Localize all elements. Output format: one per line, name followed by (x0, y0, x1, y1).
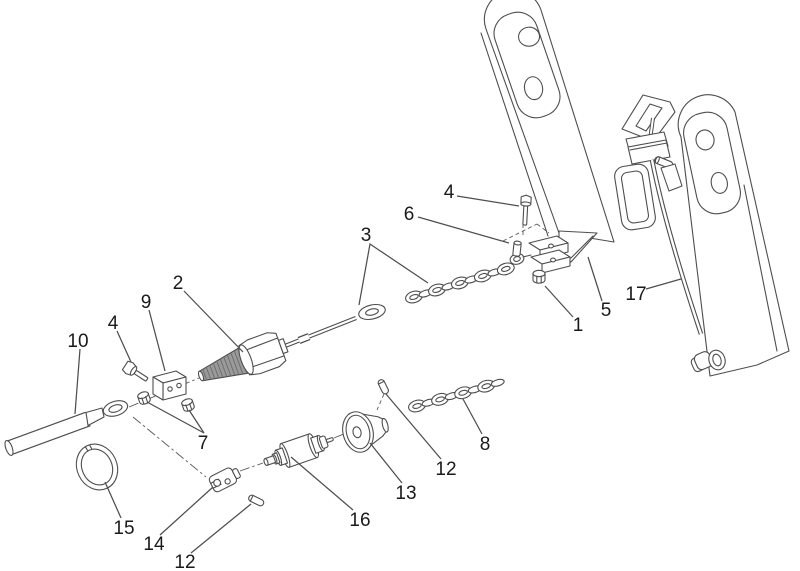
callout-12-left: 12 (174, 552, 195, 571)
part-5-clamp-bracket (509, 230, 598, 274)
callout-2: 2 (173, 273, 184, 294)
part-9-cable-clamp (152, 370, 187, 401)
chain-3 (403, 260, 517, 306)
callout-5: 5 (601, 300, 612, 321)
callout-15: 15 (113, 518, 134, 539)
part-13-knob (342, 411, 389, 453)
callout-9: 9 (141, 292, 152, 313)
leader-lines (74, 195, 682, 554)
nut-7-a (137, 391, 151, 405)
callout-6: 6 (404, 204, 415, 225)
callout-16: 16 (349, 510, 370, 531)
callout-13: 13 (395, 483, 416, 504)
callout-4-top: 4 (444, 182, 455, 203)
part-15-ring (75, 443, 119, 491)
pin-12-left (248, 494, 265, 507)
latch-hook-bottom (690, 351, 713, 373)
part-14-clevis (208, 467, 241, 493)
chain-link-17 (708, 349, 726, 371)
bolt-4-top (520, 194, 532, 226)
rod-with-loop (284, 303, 386, 349)
pin-12-middle (377, 379, 389, 395)
callout-3: 3 (361, 225, 372, 246)
callout-12-mid: 12 (435, 459, 456, 480)
nut-7-b (181, 398, 195, 412)
bolt-4-left (121, 360, 149, 382)
part-16-coupler (263, 433, 334, 468)
callout-4-left: 4 (108, 313, 119, 334)
callout-17: 17 (625, 284, 646, 305)
callout-labels: 1 2 3 4 4 5 6 7 8 9 10 12 12 13 14 15 16… (67, 182, 646, 571)
callout-7: 7 (198, 433, 209, 454)
callout-8: 8 (480, 434, 491, 455)
callout-10: 10 (67, 331, 88, 352)
nut-1 (532, 269, 546, 284)
callout-1: 1 (573, 315, 584, 336)
pin-6 (512, 240, 522, 257)
part-2-cable-boot (197, 332, 289, 382)
part-17-latch-assembly (614, 94, 790, 377)
callout-14: 14 (143, 534, 165, 555)
latch-handle (614, 163, 656, 231)
chain-8 (406, 377, 506, 415)
part-10-handle (4, 400, 129, 456)
part-5-bracket-arm (480, 0, 615, 243)
